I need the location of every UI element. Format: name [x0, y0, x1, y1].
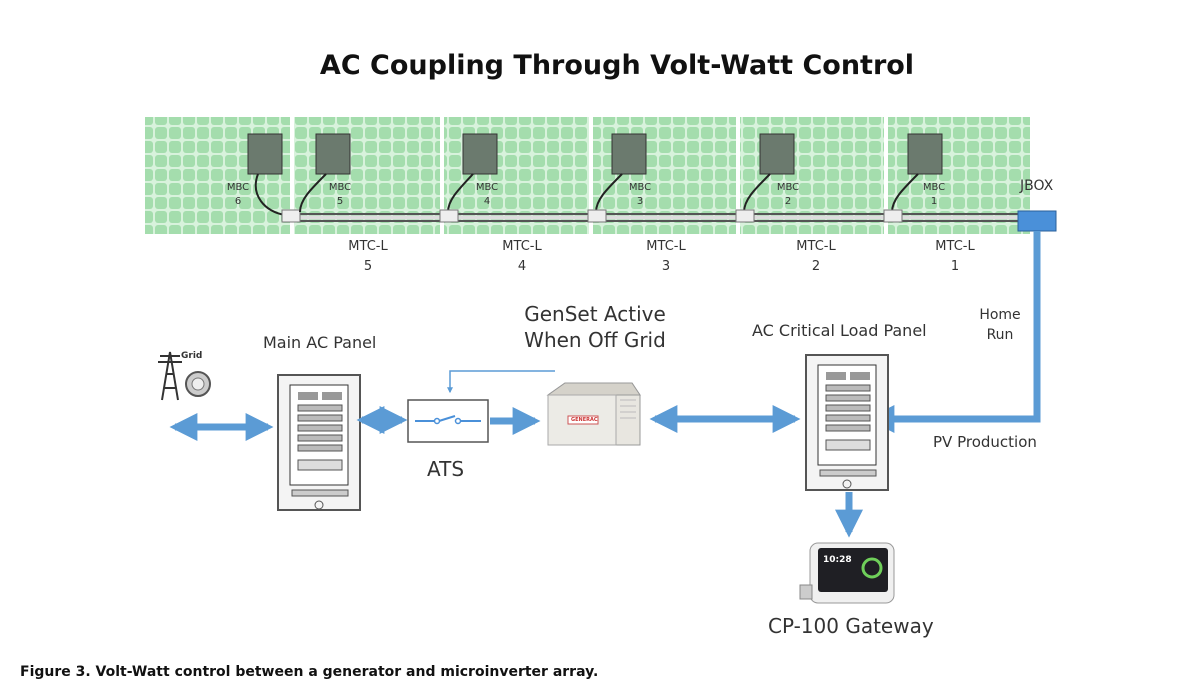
- grid-tower-icon: [158, 351, 182, 401]
- diagram-title: AC Coupling Through Volt-Watt Control: [319, 50, 915, 81]
- main-panel-label: Main AC Panel: [263, 333, 377, 352]
- microinverter-1: [883, 133, 943, 223]
- meter-icon: [185, 371, 211, 397]
- gateway-device-icon: [799, 542, 895, 604]
- control-signal-line: [447, 370, 555, 394]
- microinverter-4: [439, 133, 498, 223]
- figure-caption: Figure 3. Volt-Watt control between a ge…: [20, 664, 599, 680]
- critical-panel-label: AC Critical Load Panel: [752, 321, 927, 340]
- microinverter-2: [735, 133, 795, 223]
- microinverter-6: [247, 133, 301, 223]
- ats-switch-icon: [407, 399, 489, 443]
- ats-label: ATS: [427, 457, 465, 481]
- jbox-label: JBOX: [1020, 178, 1054, 194]
- grid-label: Grid: [181, 351, 203, 361]
- generator-brand: GENERAC: [571, 417, 598, 423]
- gateway-screen-time: 10:28: [823, 555, 852, 565]
- generator-icon: [546, 382, 641, 446]
- gateway-label: CP-100 Gateway: [768, 614, 934, 638]
- main-ac-panel-icon: [277, 374, 361, 511]
- pv-production-label: PV Production: [933, 433, 1037, 451]
- home-run-arrow: [866, 231, 1041, 433]
- microinverter-5: [299, 133, 351, 213]
- jbox-icon: [1017, 210, 1057, 232]
- microinverter-3: [587, 133, 647, 223]
- critical-load-panel-icon: [805, 354, 889, 491]
